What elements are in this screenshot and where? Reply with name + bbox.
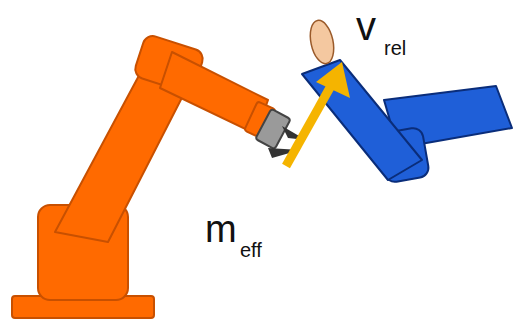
velocity-subscript: rel <box>384 38 406 58</box>
mass-subscript: eff <box>240 240 262 260</box>
arrow-shaft <box>286 84 332 166</box>
human-forearm <box>302 60 422 180</box>
mass-symbol: m <box>205 210 237 248</box>
velocity-symbol: v <box>356 6 376 46</box>
relative-velocity-arrow <box>286 62 350 166</box>
arrow-head <box>316 62 350 98</box>
human-finger <box>307 18 338 66</box>
